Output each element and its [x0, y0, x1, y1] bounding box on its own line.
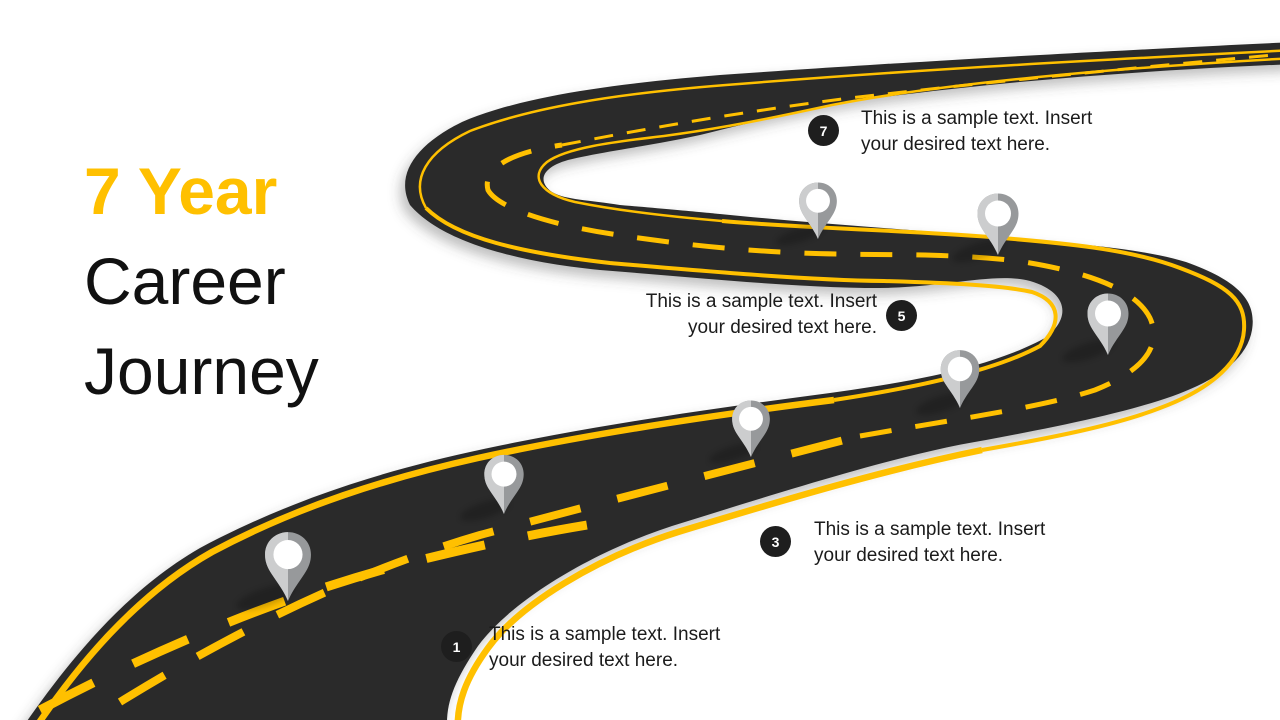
road-lane-dashes: [37, 52, 1280, 714]
milestone-text-1: This is a sample text. Insert your desir…: [489, 622, 720, 674]
pin-shadows: [236, 224, 1114, 610]
road-asphalt: [27, 42, 1280, 720]
title-line-accent: 7 Year: [84, 154, 278, 228]
milestone-text-line: your desired text here.: [489, 650, 679, 671]
milestone-text-5: This is a sample text. Insert your desir…: [646, 289, 877, 341]
slide-title: 7 Year Career Journey: [84, 146, 319, 416]
title-line-3: Journey: [84, 334, 319, 408]
milestone-badge-1: 1: [441, 631, 472, 662]
milestone-text-line: This is a sample text. Insert: [489, 624, 721, 645]
road-edge-lines: [36, 49, 1280, 720]
milestone-text-line: your desired text here.: [814, 545, 1004, 566]
milestone-text-line: your desired text here.: [687, 317, 877, 338]
milestone-text-line: This is a sample text. Insert: [861, 108, 1093, 129]
milestone-text-7: This is a sample text. Insert your desir…: [861, 106, 1092, 158]
milestone-badge-7: 7: [808, 115, 839, 146]
milestone-badge-5: 5: [886, 300, 917, 331]
title-line-2: Career: [84, 244, 286, 318]
milestone-text-line: your desired text here.: [861, 134, 1051, 155]
milestone-text-3: This is a sample text. Insert your desir…: [814, 517, 1045, 569]
milestone-text-line: This is a sample text. Insert: [814, 519, 1046, 540]
milestone-badge-3: 3: [760, 526, 791, 557]
milestone-text-line: This is a sample text. Insert: [645, 291, 877, 312]
